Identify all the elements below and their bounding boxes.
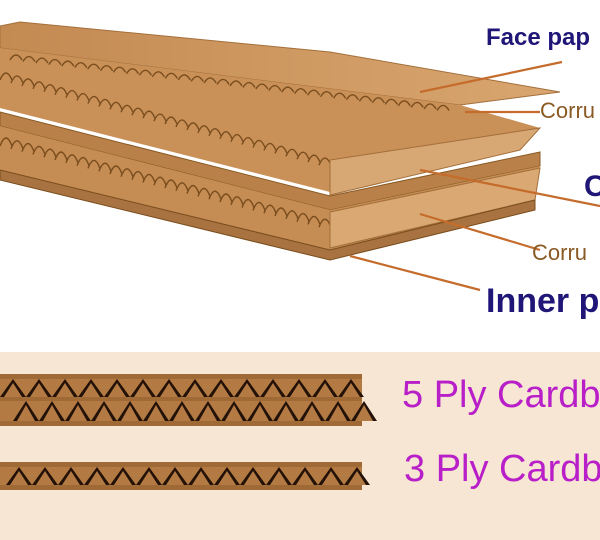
corrugated-bottom-label: Corru: [532, 240, 587, 266]
five-ply-cross-section: [0, 374, 377, 426]
corrugated-top-label: Corru: [540, 98, 595, 124]
center-label: C: [584, 170, 600, 204]
five-ply-label: 5 Ply Cardb: [402, 374, 600, 417]
three-ply-cross-section: [0, 462, 370, 490]
face-paper-label: Face pap: [486, 24, 590, 52]
three-ply-label: 3 Ply Cardb: [404, 448, 600, 491]
inner-paper-label: Inner p: [486, 282, 599, 321]
